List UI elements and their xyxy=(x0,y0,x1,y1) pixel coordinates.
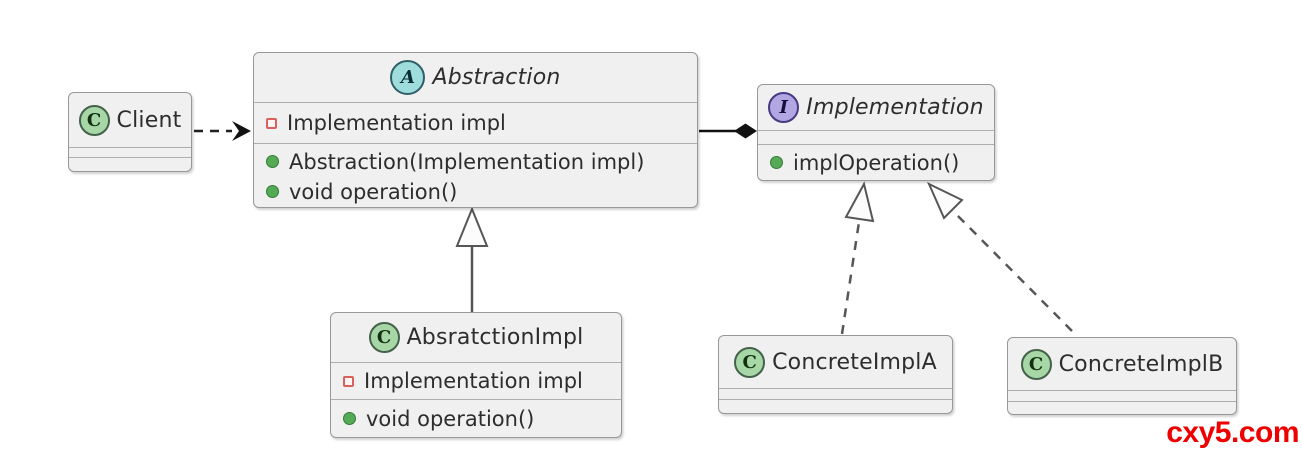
class-badge-icon: C xyxy=(78,104,110,136)
class-header: A Abstraction xyxy=(254,53,697,102)
class-box-abstraction: A Abstraction Implementation impl Abstra… xyxy=(253,52,698,208)
hollow-triangle-icon xyxy=(455,206,489,247)
method-row: Abstraction(Implementation impl) xyxy=(254,147,697,177)
class-header: C ConcreteImplA xyxy=(719,336,952,388)
site-watermark: cxy5.com xyxy=(1166,416,1299,449)
fields-compartment xyxy=(1008,390,1236,401)
field-visibility-icon xyxy=(343,375,354,387)
method-label: void operation() xyxy=(289,179,458,204)
class-name: Client xyxy=(116,107,182,133)
methods-compartment xyxy=(1008,401,1236,414)
interface-box-implementation: I Implementation implOperation() xyxy=(757,84,995,181)
hollow-triangle-icon xyxy=(926,181,964,220)
class-badge-icon: C xyxy=(734,346,766,378)
class-box-concreteimpla: C ConcreteImplA xyxy=(718,335,953,414)
method-row: void operation() xyxy=(331,407,621,431)
fields-compartment xyxy=(758,130,994,144)
fields-compartment xyxy=(719,388,952,399)
dependency-arrow-client-abstraction xyxy=(194,121,251,141)
field-label: Implementation impl xyxy=(287,111,506,135)
class-name: Abstraction xyxy=(432,65,561,90)
method-visibility-icon xyxy=(770,156,783,169)
class-box-concreteimplb: C ConcreteImplB xyxy=(1007,337,1237,415)
method-label: void operation() xyxy=(366,406,535,431)
class-name: AbsratctionImpl xyxy=(406,325,584,350)
class-header: I Implementation xyxy=(758,85,994,130)
composition-link-abstraction-implementation xyxy=(699,123,757,139)
method-label: implOperation() xyxy=(793,150,960,175)
field-row: Implementation impl xyxy=(254,111,697,135)
class-header: C AbsratctionImpl xyxy=(331,313,621,362)
class-badge-icon: C xyxy=(368,322,400,353)
class-box-abstractionimpl: C AbsratctionImpl Implementation impl vo… xyxy=(330,312,622,438)
class-header: C Client xyxy=(69,93,191,147)
class-box-client: C Client xyxy=(68,92,192,172)
field-visibility-icon xyxy=(266,117,277,129)
filled-diamond-icon xyxy=(734,123,757,139)
field-label: Implementation impl xyxy=(364,369,583,393)
open-arrowhead-icon xyxy=(232,121,251,141)
methods-compartment xyxy=(719,399,952,413)
interface-badge-icon: I xyxy=(768,92,800,123)
methods-compartment: implOperation() xyxy=(758,144,994,180)
method-row: implOperation() xyxy=(758,151,994,175)
class-name: ConcreteImplA xyxy=(772,349,937,375)
method-label: Abstraction(Implementation impl) xyxy=(289,149,645,174)
method-visibility-icon xyxy=(266,185,279,198)
field-row: Implementation impl xyxy=(331,369,621,393)
class-header: C ConcreteImplB xyxy=(1008,338,1236,390)
class-name: Implementation xyxy=(806,95,984,120)
fields-compartment: Implementation impl xyxy=(331,362,621,399)
extension-arrow-abstractionimpl-abstraction xyxy=(455,206,489,313)
methods-compartment: Abstraction(Implementation impl) void op… xyxy=(254,143,697,207)
realization-arrow-concreteimpla-implementation xyxy=(840,181,875,335)
fields-compartment: Implementation impl xyxy=(254,102,697,143)
class-badge-icon: C xyxy=(1020,348,1052,380)
hollow-triangle-icon xyxy=(844,181,875,223)
class-name: ConcreteImplB xyxy=(1058,351,1224,377)
methods-compartment: void operation() xyxy=(331,399,621,437)
methods-compartment xyxy=(69,157,191,171)
abstract-class-badge-icon: A xyxy=(390,60,426,95)
method-visibility-icon xyxy=(266,155,279,168)
fields-compartment xyxy=(69,147,191,157)
method-visibility-icon xyxy=(343,412,356,425)
realization-arrow-concreteimplb-implementation xyxy=(926,181,1073,332)
method-row: void operation() xyxy=(254,177,697,207)
